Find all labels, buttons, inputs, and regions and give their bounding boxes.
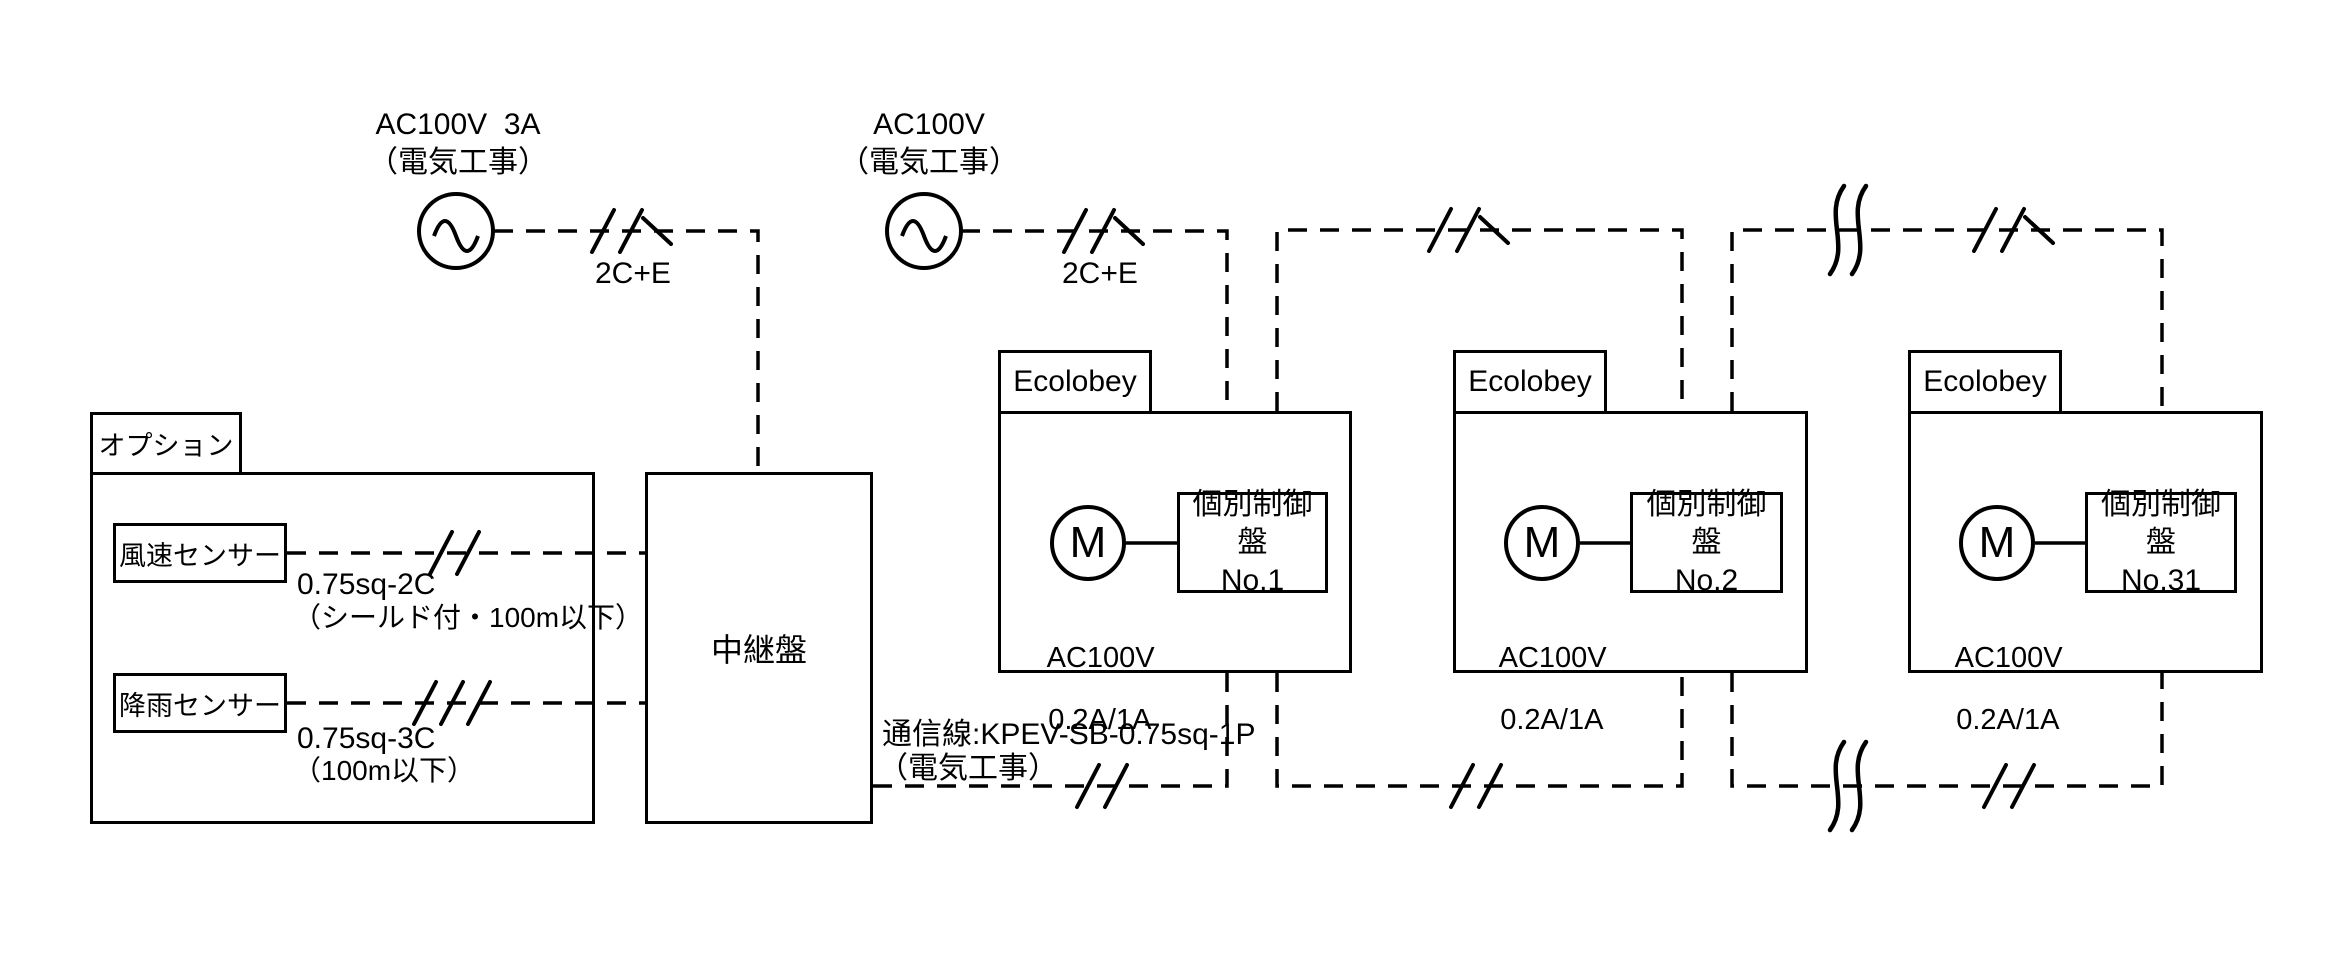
comm-line-segment-1 [873,673,1229,788]
unit-3-controller-box: 個別制御盤 No.31 [2085,488,2237,597]
ac-source-2-note: （電気工事） [839,146,1019,179]
unit-3-tab-label: Ecolobey [1923,365,2047,398]
conductor-marks-rain-sensor [412,680,492,726]
unit-1-rating-current: 0.2A/1A [1048,704,1152,736]
unit-1-controller-number: No.1 [1220,563,1285,597]
power-cable-2-label: 2C+E [1062,257,1138,290]
rain-sensor-box: 降雨センサー [113,673,287,733]
unit-2-controller-number: No.2 [1674,563,1739,597]
rain-cable-note: （100m以下） [293,755,476,786]
unit-2-motor: M [1504,505,1580,581]
unit-1-controller-box: 個別制御盤 No.1 [1177,488,1328,597]
wind-cable-note: （シールド付・100m以下） [293,602,644,633]
power-bus-segment-2 [1275,228,1684,411]
wind-cable-spec: 0.75sq-2C [297,568,436,601]
unit-1-motor-label: M [1069,518,1107,567]
conductor-marks-comm-1 [1075,763,1129,809]
conductor-marks-bus-3 [1972,207,2055,253]
rain-sensor-label: 降雨センサー [119,690,281,721]
unit-2-motor-label: M [1523,518,1561,567]
unit-3-rating-current: 0.2A/1A [1956,704,2060,736]
unit-3-rating-voltage: AC100V [1954,642,2063,674]
option-group-tab-label: オプション [98,431,234,461]
break-mark-icon-bottom [1827,739,1869,833]
unit-1-rating: AC100V 0.2A/1A [1016,612,1155,767]
comm-line-note: （電気工事） [878,752,1058,785]
unit-3-controller-number: No.31 [2120,563,2202,597]
unit-1-controller-label: 個別制御盤 [1192,487,1313,559]
unit-2-controller-box: 個別制御盤 No.2 [1630,488,1783,597]
ac-source-1-label: AC100V 3A （電気工事） [333,106,583,182]
wind-sensor-label: 風速センサー [119,540,281,571]
relay-panel-label: 中継盤 [710,632,807,668]
ac-source-1-icon [417,192,495,270]
option-group-box [90,472,595,824]
ac-source-2-icon [885,192,963,270]
ac-source-1-note: （電気工事） [368,146,548,179]
unit-3-tab: Ecolobey [1908,350,2062,414]
unit-2-rating: AC100V 0.2A/1A [1468,612,1607,767]
unit-2-rating-voltage: AC100V [1498,642,1607,674]
unit-1-rating-voltage: AC100V [1046,642,1155,674]
unit-2-tab: Ecolobey [1453,350,1607,414]
unit-1-box [998,411,1352,673]
power-line-1 [494,229,760,472]
conductor-marks-power-2 [1062,208,1145,254]
ac-source-2-label: AC100V （電気工事） [804,106,1054,182]
unit-3-box [1908,411,2263,673]
ac-source-1-rating: AC100V 3A [375,108,541,141]
comm-line-segment-3 [1730,673,2164,788]
ac-source-2-rating: AC100V [873,108,985,141]
conductor-marks-bus-2 [1427,207,1510,253]
power-line-2 [961,229,1229,411]
unit-1-motor: M [1050,505,1126,581]
unit-2-tab-label: Ecolobey [1468,365,1592,398]
power-cable-1-label: 2C+E [595,257,671,290]
conductor-marks-wind-sensor [428,530,481,576]
conductor-marks-power-1 [590,208,673,254]
wind-sensor-box: 風速センサー [113,523,287,583]
unit-3-motor: M [1959,505,2035,581]
option-group-tab: オプション [90,412,242,475]
power-bus-segment-3 [1730,228,2164,411]
break-mark-icon-top [1827,183,1869,277]
unit-3-rating: AC100V 0.2A/1A [1924,612,2063,767]
conductor-marks-comm-3 [1982,763,2036,809]
unit-2-box [1453,411,1808,673]
comm-line-label: 通信線:KPEV-SB-0.75sq-1P [882,718,1256,751]
conductor-marks-comm-2 [1449,763,1503,809]
unit-3-motor-label: M [1978,518,2016,567]
unit-2-rating-current: 0.2A/1A [1500,704,1604,736]
unit-2-controller-label: 個別制御盤 [1646,487,1767,559]
unit-1-tab-label: Ecolobey [1013,365,1137,398]
rain-cable-spec: 0.75sq-3C [297,722,436,755]
unit-3-controller-label: 個別制御盤 [2101,487,2221,559]
unit-1-tab: Ecolobey [998,350,1152,414]
relay-panel-box: 中継盤 [645,472,873,824]
